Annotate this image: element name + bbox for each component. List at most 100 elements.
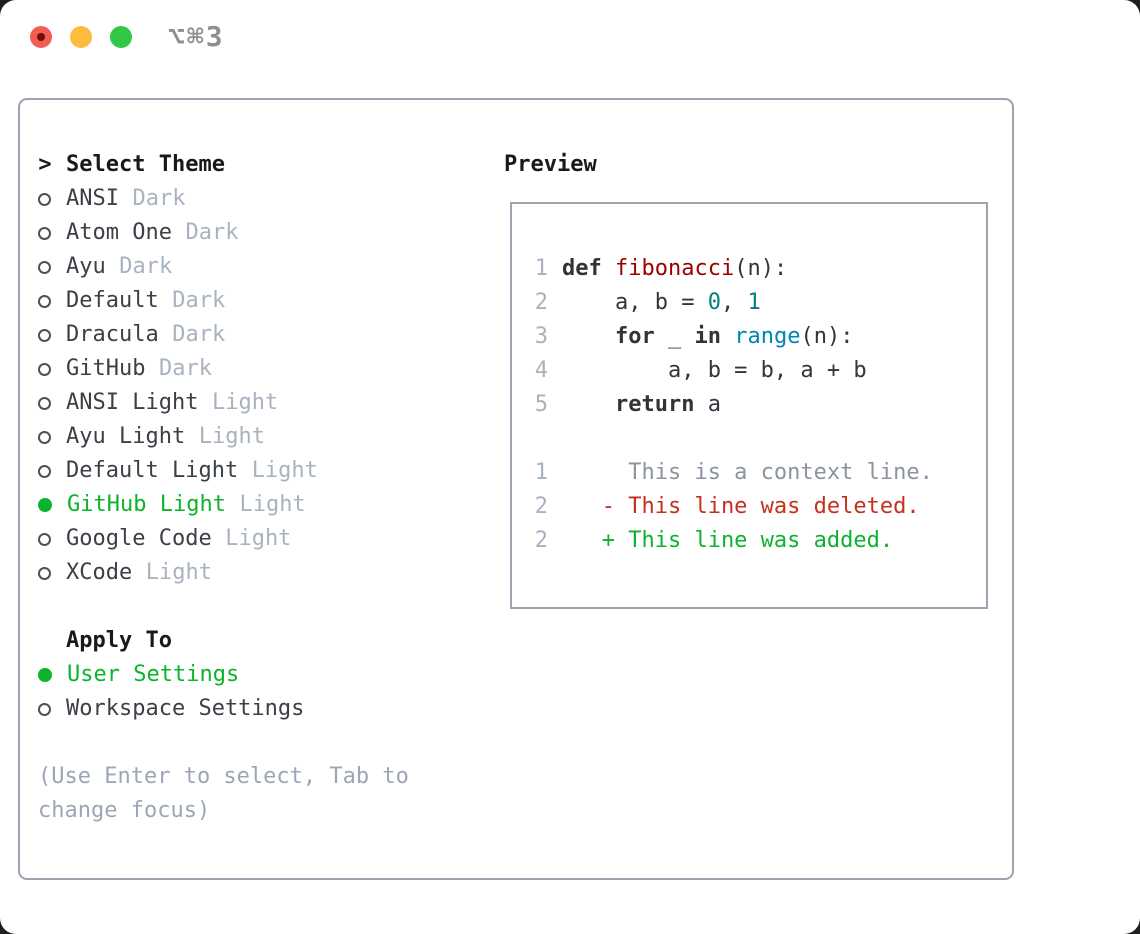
- radio-unselected-icon: [38, 464, 51, 478]
- code-line: 1 def fibonacci(n):: [534, 252, 986, 286]
- theme-name: Google Code: [66, 526, 212, 551]
- token-plain: [562, 392, 615, 417]
- theme-variant-tag: Dark: [185, 220, 239, 245]
- code-text: for _ in range(n):: [562, 320, 853, 354]
- window-title: ⌥⌘3: [168, 20, 225, 53]
- token-plain: a: [694, 392, 721, 417]
- line-number: 2: [534, 528, 548, 553]
- theme-variant-tag: Light: [239, 492, 306, 517]
- diff-preview: 1 This is a context line.2 - This line w…: [534, 456, 986, 558]
- theme-name: Ayu: [66, 254, 106, 279]
- theme-option-ayu-light[interactable]: Ayu Light Light: [38, 420, 478, 454]
- apply-option-workspace-settings[interactable]: Workspace Settings: [38, 692, 478, 726]
- token-plain: (n):: [734, 256, 788, 281]
- line-number: 2: [534, 494, 548, 519]
- preview-title: Preview: [504, 152, 597, 177]
- radio-unselected-icon: [38, 328, 51, 342]
- theme-name: Atom One: [66, 220, 172, 245]
- titlebar: ⌥⌘3: [0, 0, 1140, 74]
- token-plain: a, b =: [562, 290, 708, 315]
- select-theme-header: > Select Theme: [38, 148, 478, 182]
- theme-name: GitHub: [66, 356, 146, 381]
- apply-option-name: User Settings: [67, 662, 240, 687]
- radio-unselected-icon: [38, 430, 51, 444]
- theme-option-ayu[interactable]: Ayu Dark: [38, 250, 478, 284]
- theme-option-github[interactable]: GitHub Dark: [38, 352, 478, 386]
- token-number: 0: [707, 290, 721, 315]
- spacer: [38, 726, 478, 760]
- radio-unselected-icon: [38, 192, 51, 206]
- theme-name: Ayu Light: [66, 424, 186, 449]
- line-number: 3: [534, 324, 548, 349]
- diff-text: - This line was deleted.: [562, 494, 920, 519]
- line-number: 5: [534, 392, 548, 417]
- diff-line-deleted: 2 - This line was deleted.: [534, 490, 986, 524]
- token-plain: [721, 324, 734, 349]
- theme-variant-tag: Dark: [172, 322, 226, 347]
- keyboard-hint: (Use Enter to select, Tab to change focu…: [38, 764, 409, 823]
- zoom-button[interactable]: [110, 26, 132, 48]
- code-line: 5 return a: [534, 388, 986, 422]
- code-text: a, b = b, a + b: [562, 354, 867, 388]
- theme-variant-tag: Light: [198, 424, 265, 449]
- token-builtin: range: [734, 324, 801, 349]
- diff-text: + This line was added.: [562, 528, 894, 553]
- theme-name: ANSI: [66, 186, 119, 211]
- apply-option-user-settings[interactable]: User Settings: [38, 658, 478, 692]
- token-keyword: in: [694, 324, 721, 349]
- radio-selected-icon: [38, 498, 52, 512]
- theme-option-dracula[interactable]: Dracula Dark: [38, 318, 478, 352]
- token-plain: a, b = b, a + b: [562, 358, 867, 383]
- radio-unselected-icon: [38, 226, 51, 240]
- close-button[interactable]: [30, 26, 52, 48]
- token-title: fibonacci: [614, 256, 735, 281]
- spacer: [38, 590, 478, 624]
- unsaved-dot-icon: [37, 33, 45, 41]
- radio-unselected-icon: [38, 396, 51, 410]
- radio-unselected-icon: [38, 566, 51, 580]
- focus-caret-icon: >: [38, 152, 52, 177]
- code-line: 2 a, b = 0, 1: [534, 286, 986, 320]
- theme-variant-tag: Dark: [172, 288, 226, 313]
- code-line: 4 a, b = b, a + b: [534, 354, 986, 388]
- theme-variant-tag: Dark: [119, 254, 173, 279]
- theme-option-google-code[interactable]: Google Code Light: [38, 522, 478, 556]
- theme-option-atom-one[interactable]: Atom One Dark: [38, 216, 478, 250]
- line-number: 2: [534, 290, 548, 315]
- theme-option-default-light[interactable]: Default Light Light: [38, 454, 478, 488]
- token-keyword: for: [614, 324, 655, 349]
- line-number: 1: [534, 460, 548, 485]
- token-keyword: return: [614, 392, 695, 417]
- theme-variant-tag: Light: [225, 526, 292, 551]
- theme-name: Default Light: [66, 458, 239, 483]
- theme-option-ansi[interactable]: ANSI Dark: [38, 182, 478, 216]
- code-line: 3 for _ in range(n):: [534, 320, 986, 354]
- code-text: return a: [562, 388, 721, 422]
- line-number: 4: [534, 358, 548, 383]
- code-text: def fibonacci(n):: [562, 252, 787, 286]
- token-number: 1: [747, 290, 761, 315]
- theme-variant-tag: Light: [145, 560, 212, 585]
- spacer: [534, 422, 986, 456]
- theme-name: Dracula: [66, 322, 159, 347]
- minimize-button[interactable]: [70, 26, 92, 48]
- apply-option-name: Workspace Settings: [66, 696, 305, 721]
- radio-unselected-icon: [38, 294, 51, 308]
- apply-to-header: Apply To: [38, 624, 478, 658]
- theme-variant-tag: Dark: [158, 356, 212, 381]
- radio-unselected-icon: [38, 260, 51, 274]
- theme-variant-tag: Light: [251, 458, 318, 483]
- theme-variant-tag: Dark: [132, 186, 186, 211]
- token-plain: _: [654, 324, 695, 349]
- line-number: 1: [534, 256, 548, 281]
